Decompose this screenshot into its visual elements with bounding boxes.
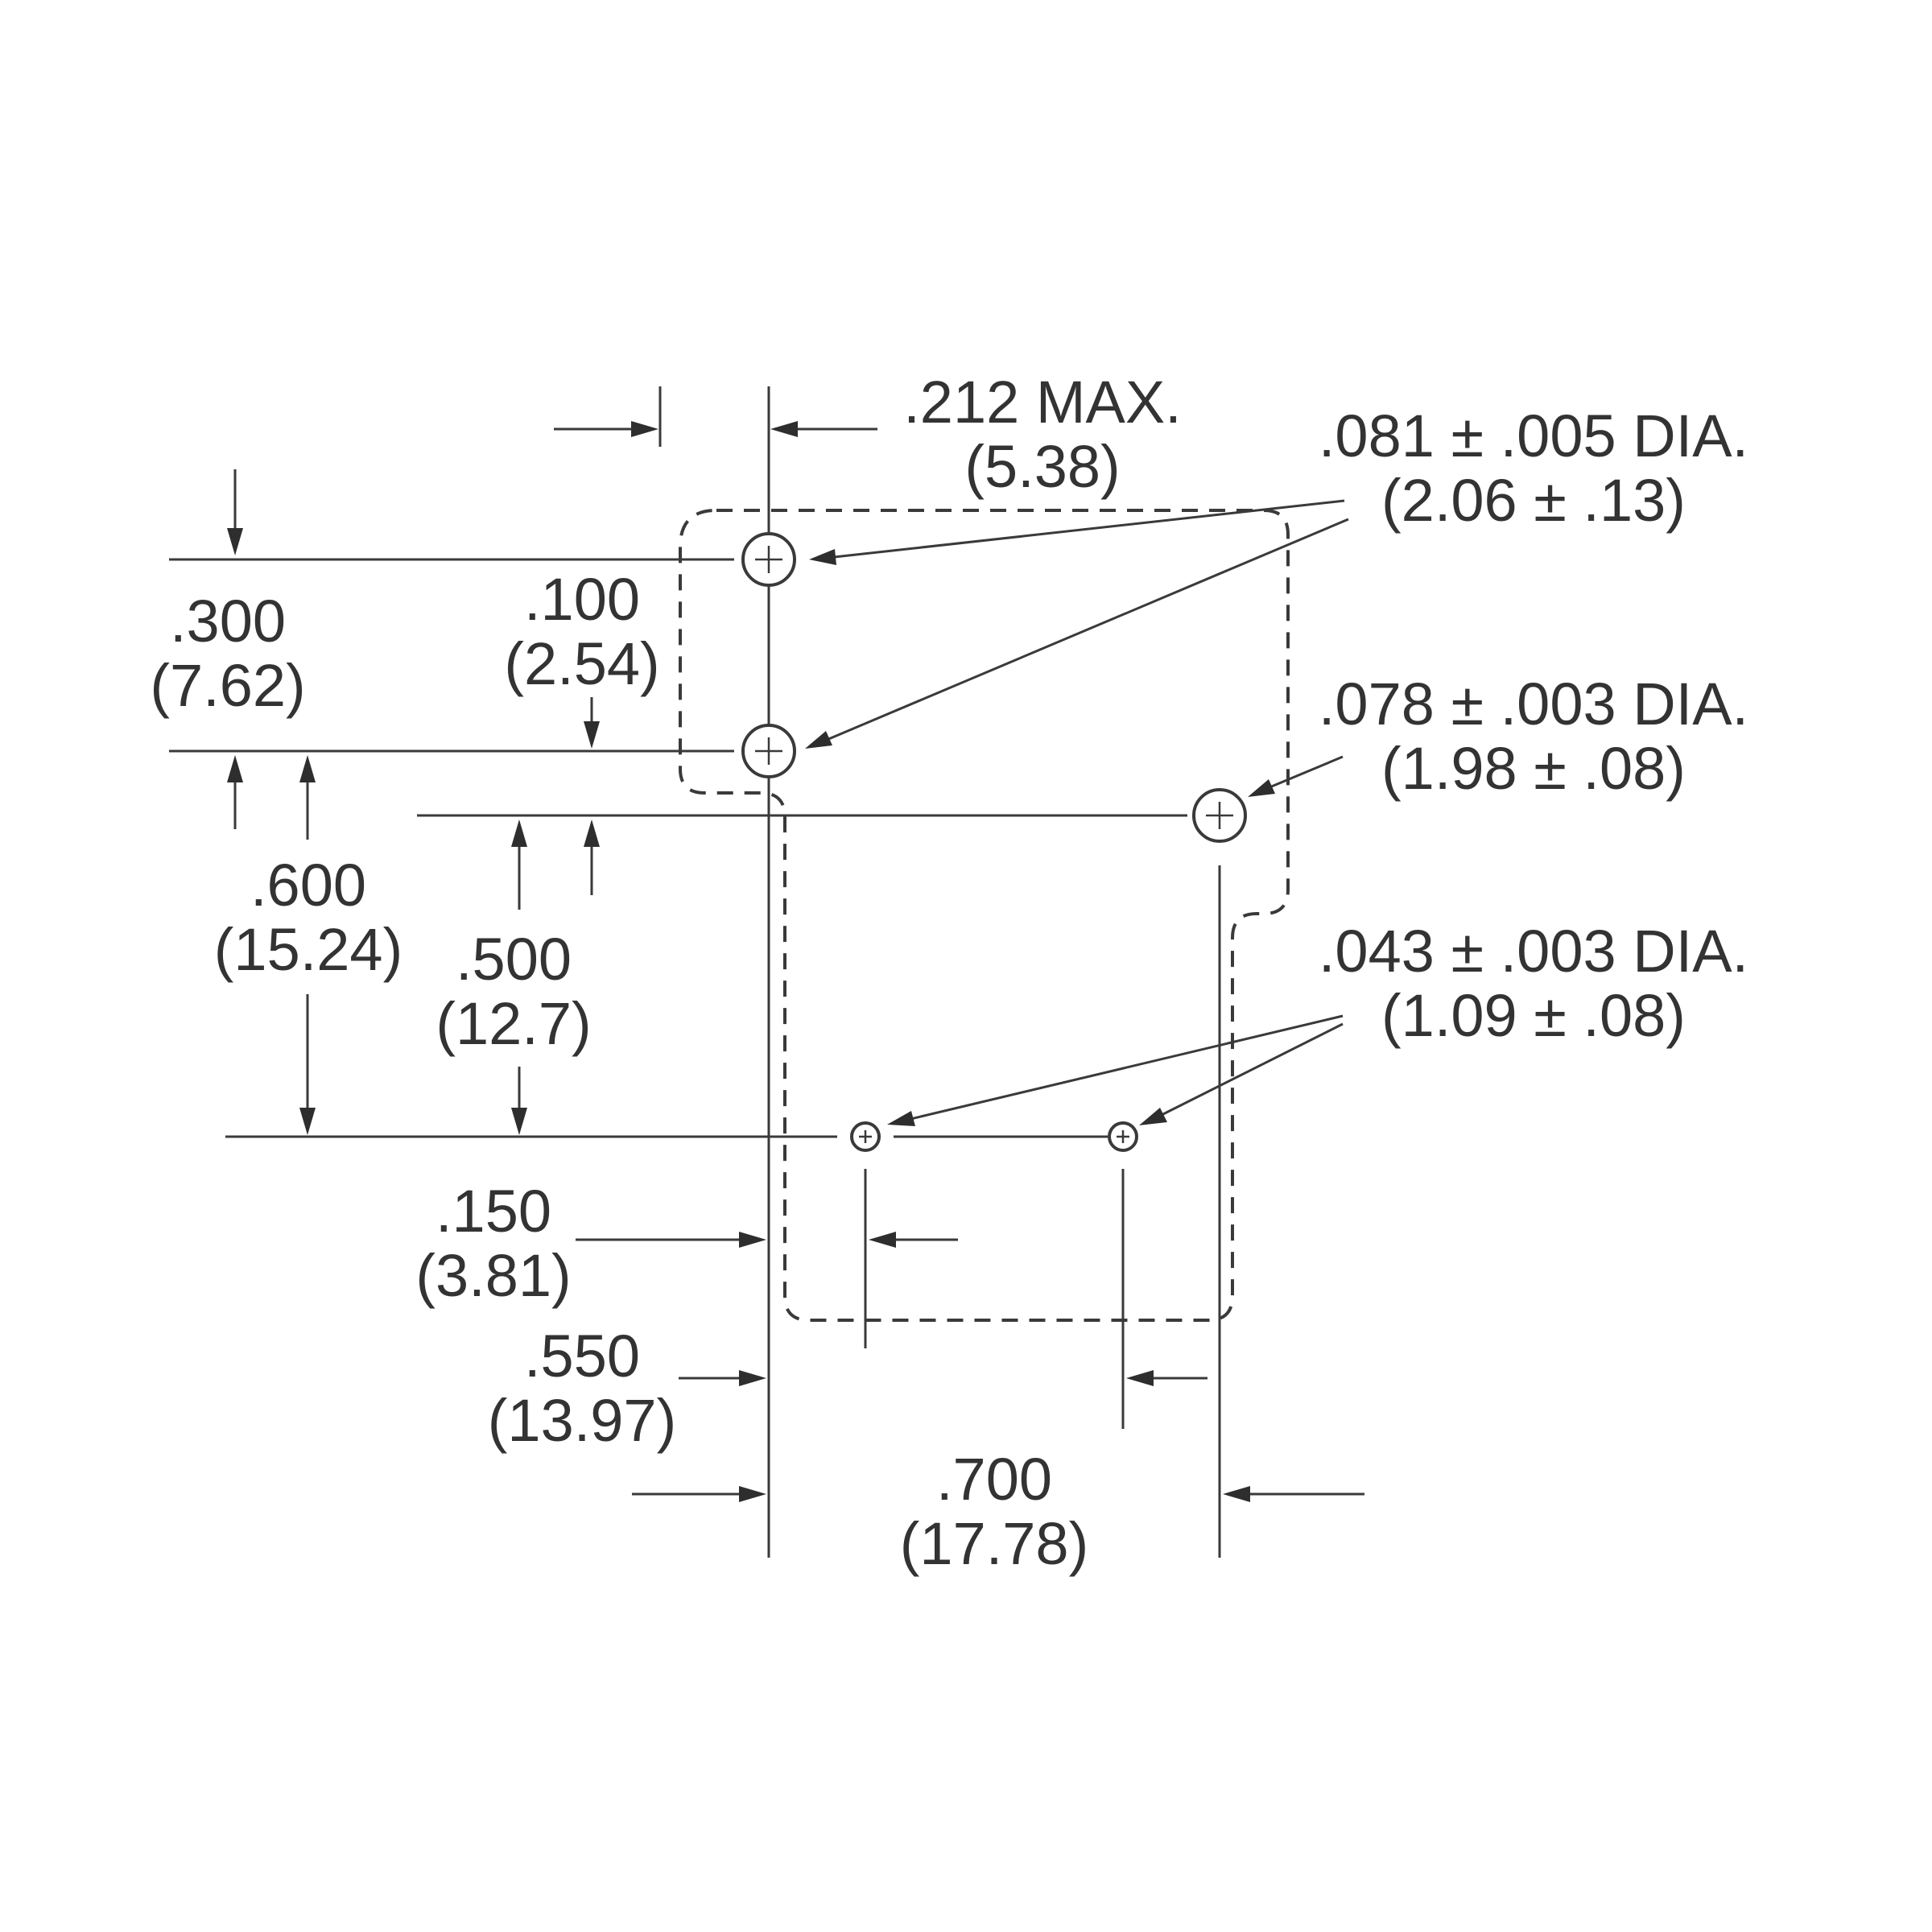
dim-700-in: .700: [936, 1446, 1052, 1513]
hole-small-left: [850, 1121, 881, 1152]
callout-043-in: .043 ± .003 DIA.: [1319, 918, 1748, 985]
dim-600-in: .600: [250, 852, 366, 919]
component-outline: [679, 509, 1290, 1322]
dim-700-mm: (17.78): [900, 1510, 1088, 1577]
hole-large-top: [741, 532, 796, 587]
dim-150-in: .150: [436, 1178, 551, 1245]
callout-leaders: [805, 499, 1349, 1126]
dim-300-in: .300: [170, 588, 286, 654]
hole-small-right: [1108, 1121, 1138, 1152]
dim-212-mm: (5.38): [964, 433, 1120, 500]
dim-212-in: .212 MAX.: [903, 369, 1182, 436]
hole-medium: [1192, 788, 1247, 843]
dim-300-mm: (7.62): [150, 652, 305, 719]
dim-500-in: .500: [456, 926, 572, 993]
callout-081-mm: (2.06 ± .13): [1381, 467, 1686, 534]
dim-150-mm: (3.81): [415, 1242, 571, 1309]
dim-100-in: .100: [524, 566, 640, 633]
dim-550-in: .550: [524, 1323, 640, 1389]
callout-078-in: .078 ± .003 DIA.: [1319, 671, 1748, 737]
dim-550-mm: (13.97): [488, 1387, 676, 1454]
dim-500-mm: (12.7): [436, 990, 591, 1057]
dimension-arrows: [227, 421, 1364, 1502]
callout-081-in: .081 ± .005 DIA.: [1319, 402, 1748, 469]
callout-043-mm: (1.09 ± .08): [1381, 982, 1686, 1049]
hole-large-second: [741, 724, 796, 778]
callout-078-mm: (1.98 ± .08): [1381, 735, 1686, 802]
dim-100-mm: (2.54): [504, 630, 659, 697]
dim-600-mm: (15.24): [214, 916, 402, 983]
